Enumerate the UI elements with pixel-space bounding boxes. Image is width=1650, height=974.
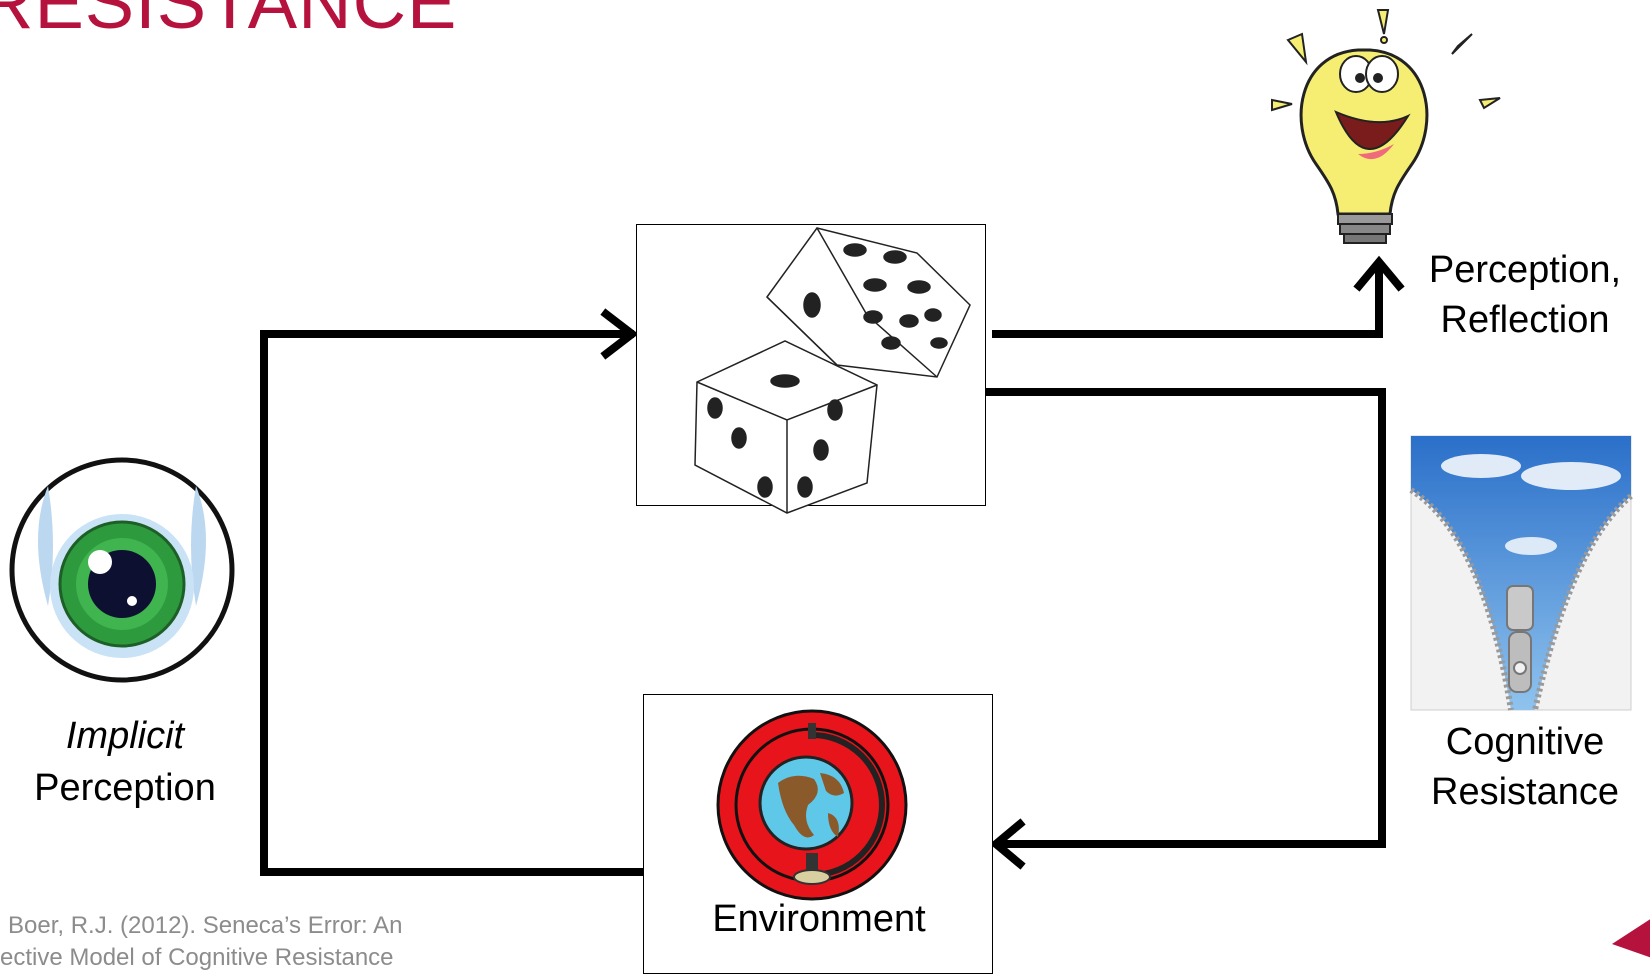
perception-reflection-label-2: Reflection [1440, 299, 1610, 341]
environment-label: Environment [712, 898, 926, 940]
implicit-label: Implicit [65, 715, 185, 757]
implicit-perception-label: Perception [34, 767, 216, 809]
arrow-dice-to-reflection [992, 264, 1383, 338]
arrowhead-reflection [1353, 255, 1405, 292]
cognitive-label: Cognitive [1445, 721, 1605, 763]
arrow-dice-to-environment [986, 388, 1386, 848]
citation-line-2: ective Model of Cognitive Resistance [0, 944, 394, 971]
perception-reflection-label-1: Perception, [1428, 249, 1622, 291]
dice-icon [694, 227, 971, 514]
resistance-label: Resistance [1431, 771, 1619, 813]
zipper-sky-image [1409, 435, 1633, 711]
eye-icon [9, 457, 235, 683]
corner-logo-shape [1612, 919, 1650, 958]
arrow-environment-to-dice [260, 330, 652, 876]
light-bulb-icon [1271, 9, 1501, 244]
arrowhead-dice [600, 308, 639, 360]
citation: Boer, R.J. (2012). Seneca’s Error: An ec… [0, 910, 478, 974]
globe-icon [716, 709, 908, 901]
dice-box [636, 224, 986, 514]
citation-line-1: Boer, R.J. (2012). Seneca’s Error: An [8, 912, 403, 939]
environment-box: Environment [643, 694, 993, 974]
slide-title: RESISTANCE [0, 0, 458, 44]
arrowhead-environment [989, 818, 1026, 870]
